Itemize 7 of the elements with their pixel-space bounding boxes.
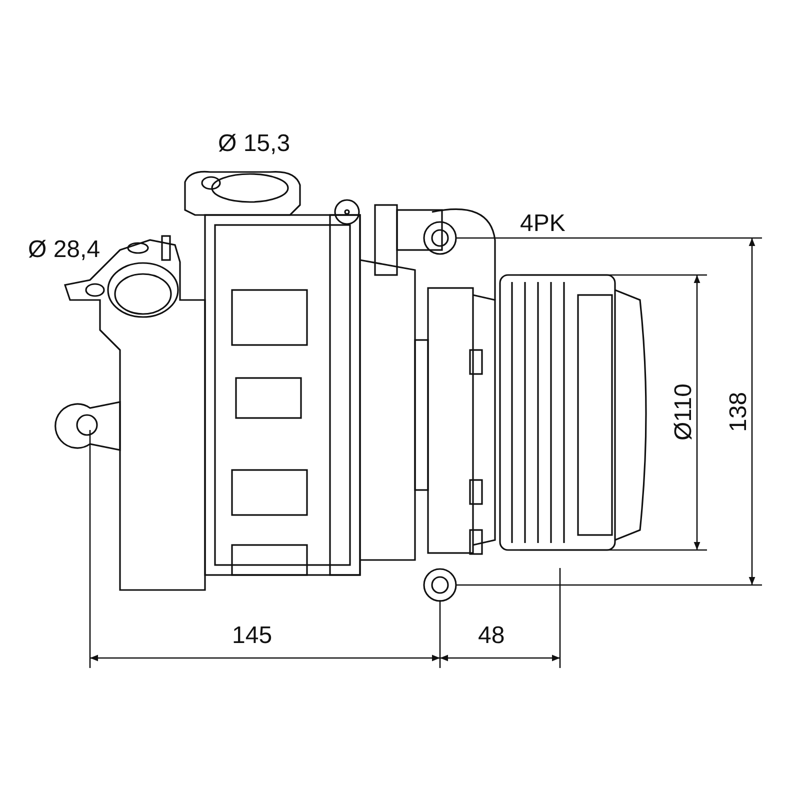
dimension-label: 4PK bbox=[520, 212, 566, 236]
dimension-label: 48 bbox=[478, 624, 505, 648]
dimension-label: Ø 28,4 bbox=[28, 238, 100, 262]
dimension-label: 138 bbox=[727, 392, 751, 432]
dimension-label: Ø110 bbox=[672, 384, 696, 440]
dimension-label: 145 bbox=[232, 624, 272, 648]
dimension-label: Ø 15,3 bbox=[218, 132, 290, 156]
